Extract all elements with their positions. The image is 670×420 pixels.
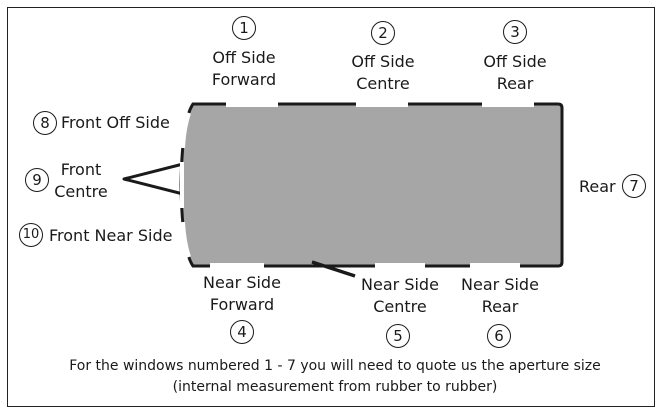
window-front-off-side: [181, 112, 191, 149]
label-line: Near Side: [461, 275, 539, 294]
label-line: Near Side: [361, 275, 439, 294]
label-line: Near Side: [203, 273, 281, 292]
label-front-near-side: Front Near Side: [49, 226, 173, 245]
drawbar: [122, 161, 188, 197]
label-near-side-centre: Near Side Centre: [348, 274, 452, 318]
label-off-side-centre: Off Side Centre: [333, 51, 433, 95]
window-number-2: 2: [371, 21, 395, 45]
window-off-side-rear: [482, 101, 534, 107]
diagram-frame: [7, 7, 655, 407]
window-number-3: 3: [503, 20, 527, 44]
label-line: Centre: [356, 74, 410, 93]
window-number-1: 1: [232, 16, 256, 40]
window-number-9: 9: [25, 168, 49, 192]
window-number-6: 6: [487, 324, 511, 348]
label-rear: Rear: [579, 177, 616, 196]
label-line: Off Side: [483, 52, 547, 71]
door-open: [311, 260, 356, 278]
label-off-side-forward: Off Side Forward: [194, 47, 294, 91]
label-line: Rear: [481, 297, 519, 316]
label-off-side-rear: Off Side Rear: [465, 51, 565, 95]
window-front-near-side: [181, 221, 191, 258]
window-number-8: 8: [33, 111, 57, 135]
window-off-side-centre: [356, 101, 408, 107]
label-near-side-rear: Near Side Rear: [448, 274, 552, 318]
label-line: Rear: [496, 74, 534, 93]
window-number-10: 10: [19, 223, 43, 247]
label-line: Off Side: [351, 52, 415, 71]
window-number-4: 4: [230, 320, 254, 344]
label-line: Front: [60, 160, 102, 179]
label-line: Forward: [209, 295, 275, 314]
caravan-body: [179, 102, 564, 268]
label-front-off-side: Front Off Side: [61, 113, 170, 132]
label-near-side-forward: Near Side Forward: [190, 272, 294, 316]
window-near-side-centre: [375, 263, 425, 269]
label-line: Centre: [54, 182, 108, 201]
window-near-side-rear: [470, 263, 520, 269]
aperture-note-line2: (internal measurement from rubber to rub…: [172, 379, 498, 395]
window-near-side-forward: [210, 263, 264, 269]
label-line: Centre: [373, 297, 427, 316]
window-number-7: 7: [622, 174, 646, 198]
window-off-side-forward: [226, 101, 278, 107]
label-line: Off Side: [212, 48, 276, 67]
aperture-note-line1: For the windows numbered 1 - 7 you will …: [69, 358, 601, 374]
window-number-5: 5: [386, 324, 410, 348]
label-front-centre: Front Centre: [46, 159, 116, 203]
label-line: Forward: [211, 70, 277, 89]
